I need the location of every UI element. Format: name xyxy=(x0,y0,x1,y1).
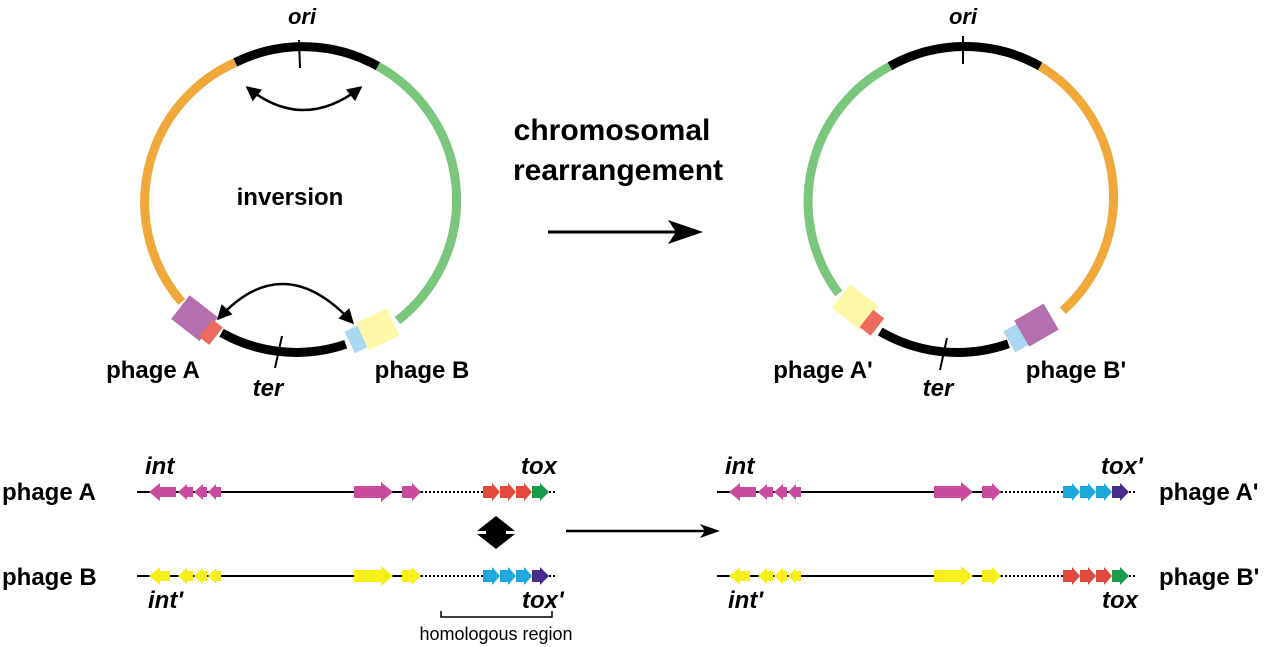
rearrangement-arrow-group: chromosomal rearrangement xyxy=(513,114,723,244)
gene-arrow xyxy=(934,482,973,502)
gene-arrow xyxy=(208,568,221,584)
right-chromosome-green-arc xyxy=(803,62,892,297)
right-phage-b-label: phage B' xyxy=(1026,357,1126,384)
left-chromosome-top-arc xyxy=(233,42,381,71)
left-phage-a-label: phage A xyxy=(106,357,200,384)
left-phage-b-label: phage B xyxy=(375,357,470,384)
left-gene-maps: phage A int tox phage B xyxy=(2,453,573,644)
gene-arrow xyxy=(1063,483,1080,501)
inversion-label: inversion xyxy=(237,184,344,211)
left-chromosome-bottom-arc xyxy=(219,328,348,357)
left-map-int-label: int xyxy=(145,453,175,480)
gene-arrow xyxy=(208,484,221,500)
gene-arrow xyxy=(1096,567,1112,585)
left-map-tox-label: tox xyxy=(521,453,559,480)
gene-arrow xyxy=(532,483,549,501)
left-map-phage-b-label: phage B xyxy=(2,564,97,591)
gene-arrow xyxy=(354,566,393,586)
gene-arrow xyxy=(934,566,973,586)
left-chromosome-orange-arc xyxy=(140,58,238,305)
left-upper-double-arrow xyxy=(245,86,363,112)
right-map-phage-a-label: phage A' xyxy=(1159,479,1259,506)
right-gene-maps: int tox' phage A' int' tox phage B' xyxy=(717,453,1259,614)
gene-arrow xyxy=(178,484,193,500)
gene-arrow xyxy=(758,484,773,500)
right-map-int-label: int xyxy=(725,453,755,480)
right-ter-label: ter xyxy=(923,375,955,402)
gene-arrow xyxy=(483,567,500,585)
gene-arrow xyxy=(1080,567,1096,585)
gene-arrow xyxy=(500,483,516,501)
right-chromosome: ori ter phage A' phage B' xyxy=(773,4,1126,402)
homologous-bracket xyxy=(440,611,553,618)
gene-arrow xyxy=(354,482,393,502)
right-chromosome-orange-arc xyxy=(1037,62,1118,315)
right-phage-b-insert xyxy=(1003,303,1059,353)
gene-arrow xyxy=(402,567,421,585)
right-chromosome-top-arc xyxy=(887,42,1043,71)
gene-arrow xyxy=(1112,483,1129,501)
gene-arrow xyxy=(1112,567,1129,585)
gene-arrow xyxy=(194,568,207,584)
right-ori-label: ori xyxy=(949,4,978,29)
left-map-phage-a-genes xyxy=(149,482,549,502)
left-phage-a-insert xyxy=(171,295,223,345)
gene-map-arrow-head xyxy=(700,524,720,538)
left-lower-double-arrow xyxy=(216,282,355,325)
gene-arrow xyxy=(1096,483,1112,501)
gene-arrow xyxy=(788,484,801,500)
homologous-region-label: homologous region xyxy=(419,624,572,644)
gene-map-arrow xyxy=(566,524,720,538)
gene-arrow xyxy=(1080,483,1096,501)
gene-arrow xyxy=(194,484,207,500)
gene-arrow xyxy=(774,568,787,584)
left-ori-label: ori xyxy=(288,4,317,29)
left-phage-b-insert xyxy=(344,308,400,354)
right-map-int-prime-label: int' xyxy=(728,587,764,614)
right-map-tox-label: tox xyxy=(1102,587,1140,614)
gene-arrow xyxy=(532,567,549,585)
left-map-tox-prime-label: tox' xyxy=(522,587,565,614)
gene-arrow xyxy=(483,483,500,501)
gene-arrow xyxy=(774,484,787,500)
gene-arrow xyxy=(729,483,756,501)
left-chromosome: ori ter inversion phage A phage B xyxy=(106,4,469,402)
gene-arrow xyxy=(516,567,532,585)
rearrangement-line2: rearrangement xyxy=(513,154,723,187)
left-map-int-prime-label: int' xyxy=(148,587,184,614)
right-phage-a-insert xyxy=(831,284,885,336)
left-map-phage-b-genes xyxy=(149,566,549,586)
gene-arrow xyxy=(149,567,170,585)
gene-arrow xyxy=(516,483,532,501)
gene-arrow xyxy=(500,567,516,585)
rearrangement-line1: chromosomal xyxy=(514,114,711,147)
right-map-phage-a-genes xyxy=(729,482,1129,502)
gene-arrow xyxy=(729,567,750,585)
left-ori-tick xyxy=(298,39,301,69)
gene-arrow xyxy=(758,568,773,584)
left-map-phage-a-label: phage A xyxy=(2,479,96,506)
left-chromosome-green-arc xyxy=(375,62,462,325)
right-phage-a-label: phage A' xyxy=(773,357,873,384)
left-ter-label: ter xyxy=(253,375,285,402)
gene-arrow xyxy=(982,483,1001,501)
rearrangement-arrow-head xyxy=(668,220,703,244)
right-chromosome-bottom-arc xyxy=(877,327,1010,357)
gene-arrow xyxy=(788,568,801,584)
right-ter-tick xyxy=(939,337,948,371)
gene-arrow xyxy=(149,483,176,501)
recombination-double-arrow xyxy=(477,516,515,549)
gene-arrow xyxy=(178,568,193,584)
gene-arrow xyxy=(982,567,1001,585)
right-map-phage-b-label: phage B' xyxy=(1159,564,1259,591)
gene-arrow xyxy=(402,483,421,501)
left-ter-tick xyxy=(274,335,283,369)
right-map-tox-prime-label: tox' xyxy=(1101,453,1144,480)
gene-arrow xyxy=(1063,567,1080,585)
right-map-phage-b-genes xyxy=(729,566,1129,586)
